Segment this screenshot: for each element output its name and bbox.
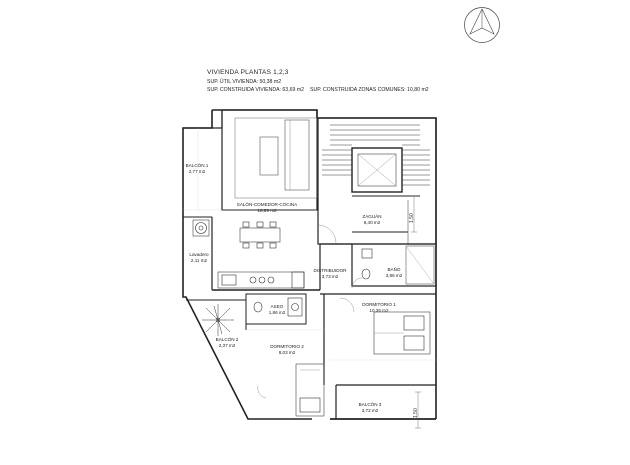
room-area: 3,73 m2 xyxy=(321,274,339,279)
room-name: ASEO xyxy=(270,304,284,309)
outer-walls xyxy=(182,109,437,420)
room-label-zaguan: ZAGUÁN 6,40 m2 xyxy=(362,214,381,226)
lavadero-zone xyxy=(183,216,213,290)
dimension-lines xyxy=(411,195,421,429)
room-area: 18,89 m2 xyxy=(257,208,277,213)
room-label-balcon3: BALCÓN 3 3,72 m2 xyxy=(359,402,382,414)
room-area: 8,03 m2 xyxy=(278,350,296,355)
balcon3-zone xyxy=(330,385,436,420)
room-label-aseo: ASEO 1,86 m2 xyxy=(269,304,286,316)
room-name: ZAGUÁN xyxy=(362,214,382,219)
balcon2-zone xyxy=(186,299,247,336)
room-label-balcon2: BALCÓN 2 2,37 m2 xyxy=(216,337,239,349)
room-name: DISTRIBUIDOR xyxy=(313,268,347,273)
room-name: BALCÓN 1 xyxy=(185,163,209,168)
room-name: SALÓN-COMEDOR-COCINA xyxy=(236,202,298,207)
plan-title: VIVIENDA PLANTAS 1,2,3 xyxy=(207,69,289,76)
room-name: BAÑO xyxy=(387,267,401,272)
room-name: BALCÓN 2 xyxy=(215,337,239,342)
salon-zone xyxy=(183,109,318,211)
room-label-dormitorio2: DORMITORIO 2 8,03 m2 xyxy=(270,344,304,356)
dormitorio1-zone xyxy=(330,297,436,386)
dormitorio2-zone xyxy=(246,329,325,417)
room-area: 3,72 m2 xyxy=(361,408,379,413)
room-label-distribuidor: DISTRIBUIDOR 3,73 m2 xyxy=(314,268,347,280)
room-label-balcon1: BALCÓN 1 2,77 m2 xyxy=(186,163,209,175)
room-label-lavadero: Lavadero 2,11 m2 xyxy=(189,252,208,264)
room-area: 2,11 m2 xyxy=(190,258,208,263)
bano-zone xyxy=(351,243,437,289)
room-area: 3,86 m2 xyxy=(385,273,403,278)
dimension-label: 1,50 xyxy=(409,213,415,223)
room-label-bano: BAÑO 3,86 m2 xyxy=(386,267,403,279)
room-area: 10,35 m2 xyxy=(369,308,389,313)
corridor-walls xyxy=(319,243,436,385)
dimension-label: 1,50 xyxy=(413,408,419,418)
north-arrow-icon xyxy=(464,7,500,43)
room-area: 2,37 m2 xyxy=(218,343,236,348)
room-name: Lavadero xyxy=(189,252,209,257)
common-area-label: SUP. CONSTRUIDA ZONAS COMUNES: 10,80 m2 xyxy=(310,87,429,93)
kitchen-counter xyxy=(212,271,320,291)
built-area-label: SUP. CONSTRUIDA VIVIENDA: 63,69 m2 xyxy=(207,87,305,93)
room-name: DORMITORIO 1 xyxy=(362,302,396,307)
room-label-dormitorio1: DORMITORIO 1 10,35 m2 xyxy=(362,302,396,314)
room-name: BALCÓN 3 xyxy=(358,402,382,407)
room-area: 2,77 m2 xyxy=(188,169,206,174)
dining-table xyxy=(239,221,281,249)
useful-area-label: SUP. ÚTIL VIVIENDA: 50,38 m2 xyxy=(207,79,282,85)
room-area: 6,40 m2 xyxy=(363,220,381,225)
room-label-salon: SALÓN-COMEDOR-COCINA 18,89 m2 xyxy=(237,202,298,214)
room-area: 1,86 m2 xyxy=(268,310,286,315)
plant-icon xyxy=(202,304,234,336)
room-name: DORMITORIO 2 xyxy=(270,344,304,349)
balcon1-zone xyxy=(183,127,212,210)
